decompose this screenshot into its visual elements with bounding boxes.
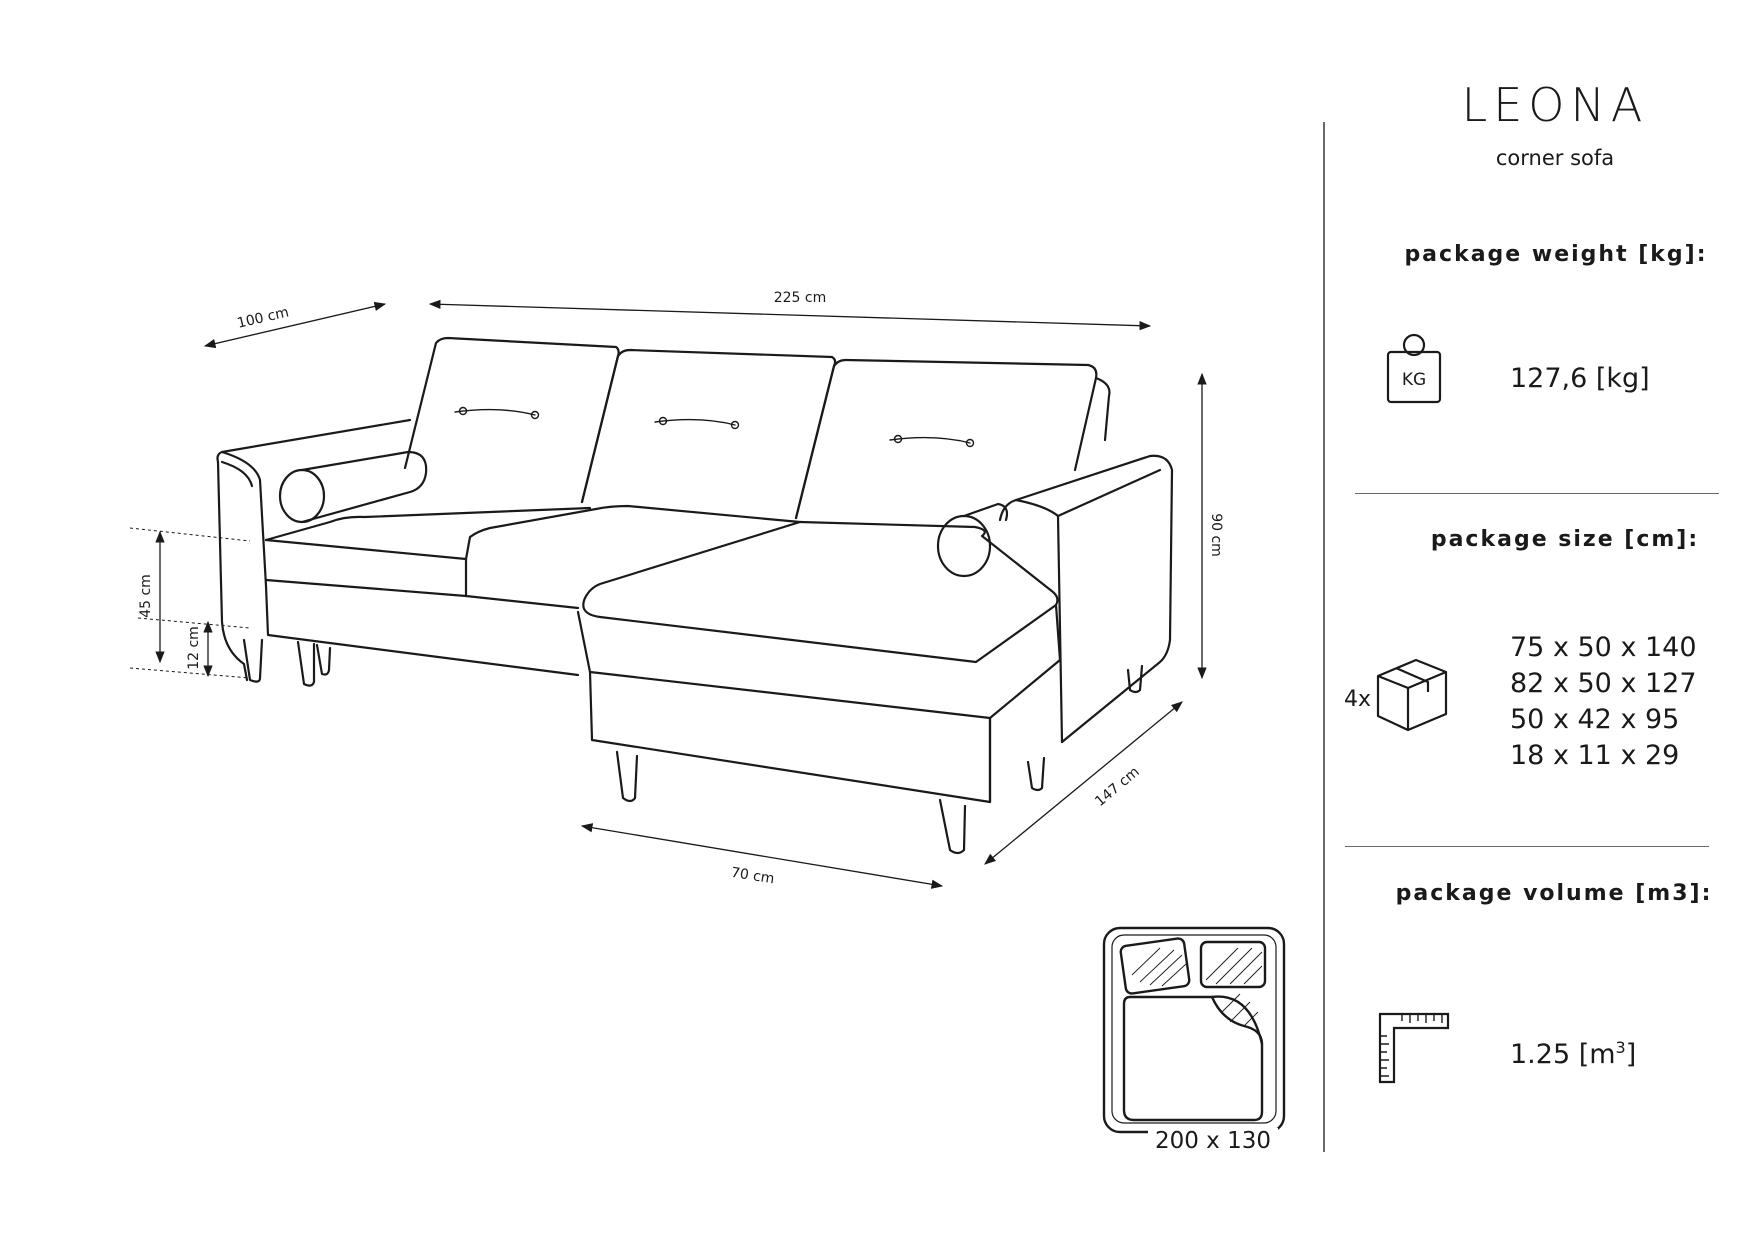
box-icon <box>1374 656 1450 740</box>
package-weight-title: package weight [kg]: <box>1404 242 1708 267</box>
back-cushion-right <box>794 358 1098 520</box>
product-name: LEONA <box>1461 78 1649 132</box>
product-type: corner sofa <box>1495 146 1615 170</box>
volume-bracket: ] <box>1625 1039 1637 1070</box>
box-dimensions-1: 75 x 50 x 140 <box>1510 632 1697 663</box>
box-dimensions-2: 82 x 50 x 127 <box>1510 668 1697 699</box>
left-bolster <box>300 450 428 524</box>
dim-leg-height: 12 cm <box>186 626 202 670</box>
left-armrest <box>216 418 412 682</box>
dimension-lines <box>129 299 1207 889</box>
seat-cushion-left <box>264 506 592 542</box>
dim-width: 225 cm <box>774 290 827 306</box>
package-volume-title: package volume [m3]: <box>1395 881 1713 906</box>
seat-cushion-middle <box>464 504 802 561</box>
button-tufts <box>454 406 975 448</box>
back-cushion-left <box>403 336 620 504</box>
box-quantity: 4x <box>1344 687 1372 712</box>
left-bolster-end <box>278 468 326 524</box>
chaise-top <box>582 520 1059 664</box>
dim-chaise-length: 147 cm <box>1092 764 1143 810</box>
chaise-base <box>588 670 992 804</box>
volume-unit-exponent: 3 <box>1615 1038 1626 1057</box>
volume-number: 1.25 [m <box>1510 1039 1616 1070</box>
ruler-icon <box>1378 1012 1450 1088</box>
box-dimensions-4: 18 x 11 x 29 <box>1510 740 1680 771</box>
box-dimensions-list: 75 x 50 x 140 82 x 50 x 127 50 x 42 x 95… <box>1510 630 1697 774</box>
weight-icon-label: KG <box>1401 370 1427 390</box>
right-bolster-end <box>936 514 992 578</box>
package-volume-value: 1.25 [m3] <box>1510 1038 1636 1070</box>
panel-divider <box>1323 122 1325 1152</box>
bed-layout-label: 200 x 130 <box>1148 1128 1278 1154</box>
dimension-labels: 100 cm 225 cm 90 cm 45 cm 12 cm 70 cm 14… <box>138 290 1224 887</box>
back-cushion-middle <box>580 348 837 520</box>
bed-layout-hatching <box>1131 947 1263 1027</box>
seat-front <box>264 538 468 598</box>
right-bolster <box>962 502 1009 522</box>
package-size-title: package size [cm]: <box>1430 527 1700 552</box>
weight-icon <box>1384 332 1444 410</box>
sofa-drawing: 100 cm 225 cm 90 cm 45 cm 12 cm 70 cm 14… <box>129 290 1286 1134</box>
sofa-legs <box>242 638 1144 855</box>
back-right-edge <box>1094 376 1111 442</box>
box-dimensions-3: 50 x 42 x 95 <box>1510 704 1680 735</box>
bed-layout-icon <box>1102 926 1286 1134</box>
dim-chaise-width: 70 cm <box>730 865 776 888</box>
right-armrest <box>998 454 1174 744</box>
section-divider <box>1345 846 1709 847</box>
dim-seat-height: 45 cm <box>138 574 154 618</box>
base-frame <box>264 584 580 677</box>
sofa-outline <box>216 336 1174 855</box>
package-weight-value: 127,6 [kg] <box>1510 363 1650 394</box>
dim-height: 90 cm <box>1208 513 1224 557</box>
section-divider <box>1355 493 1719 494</box>
